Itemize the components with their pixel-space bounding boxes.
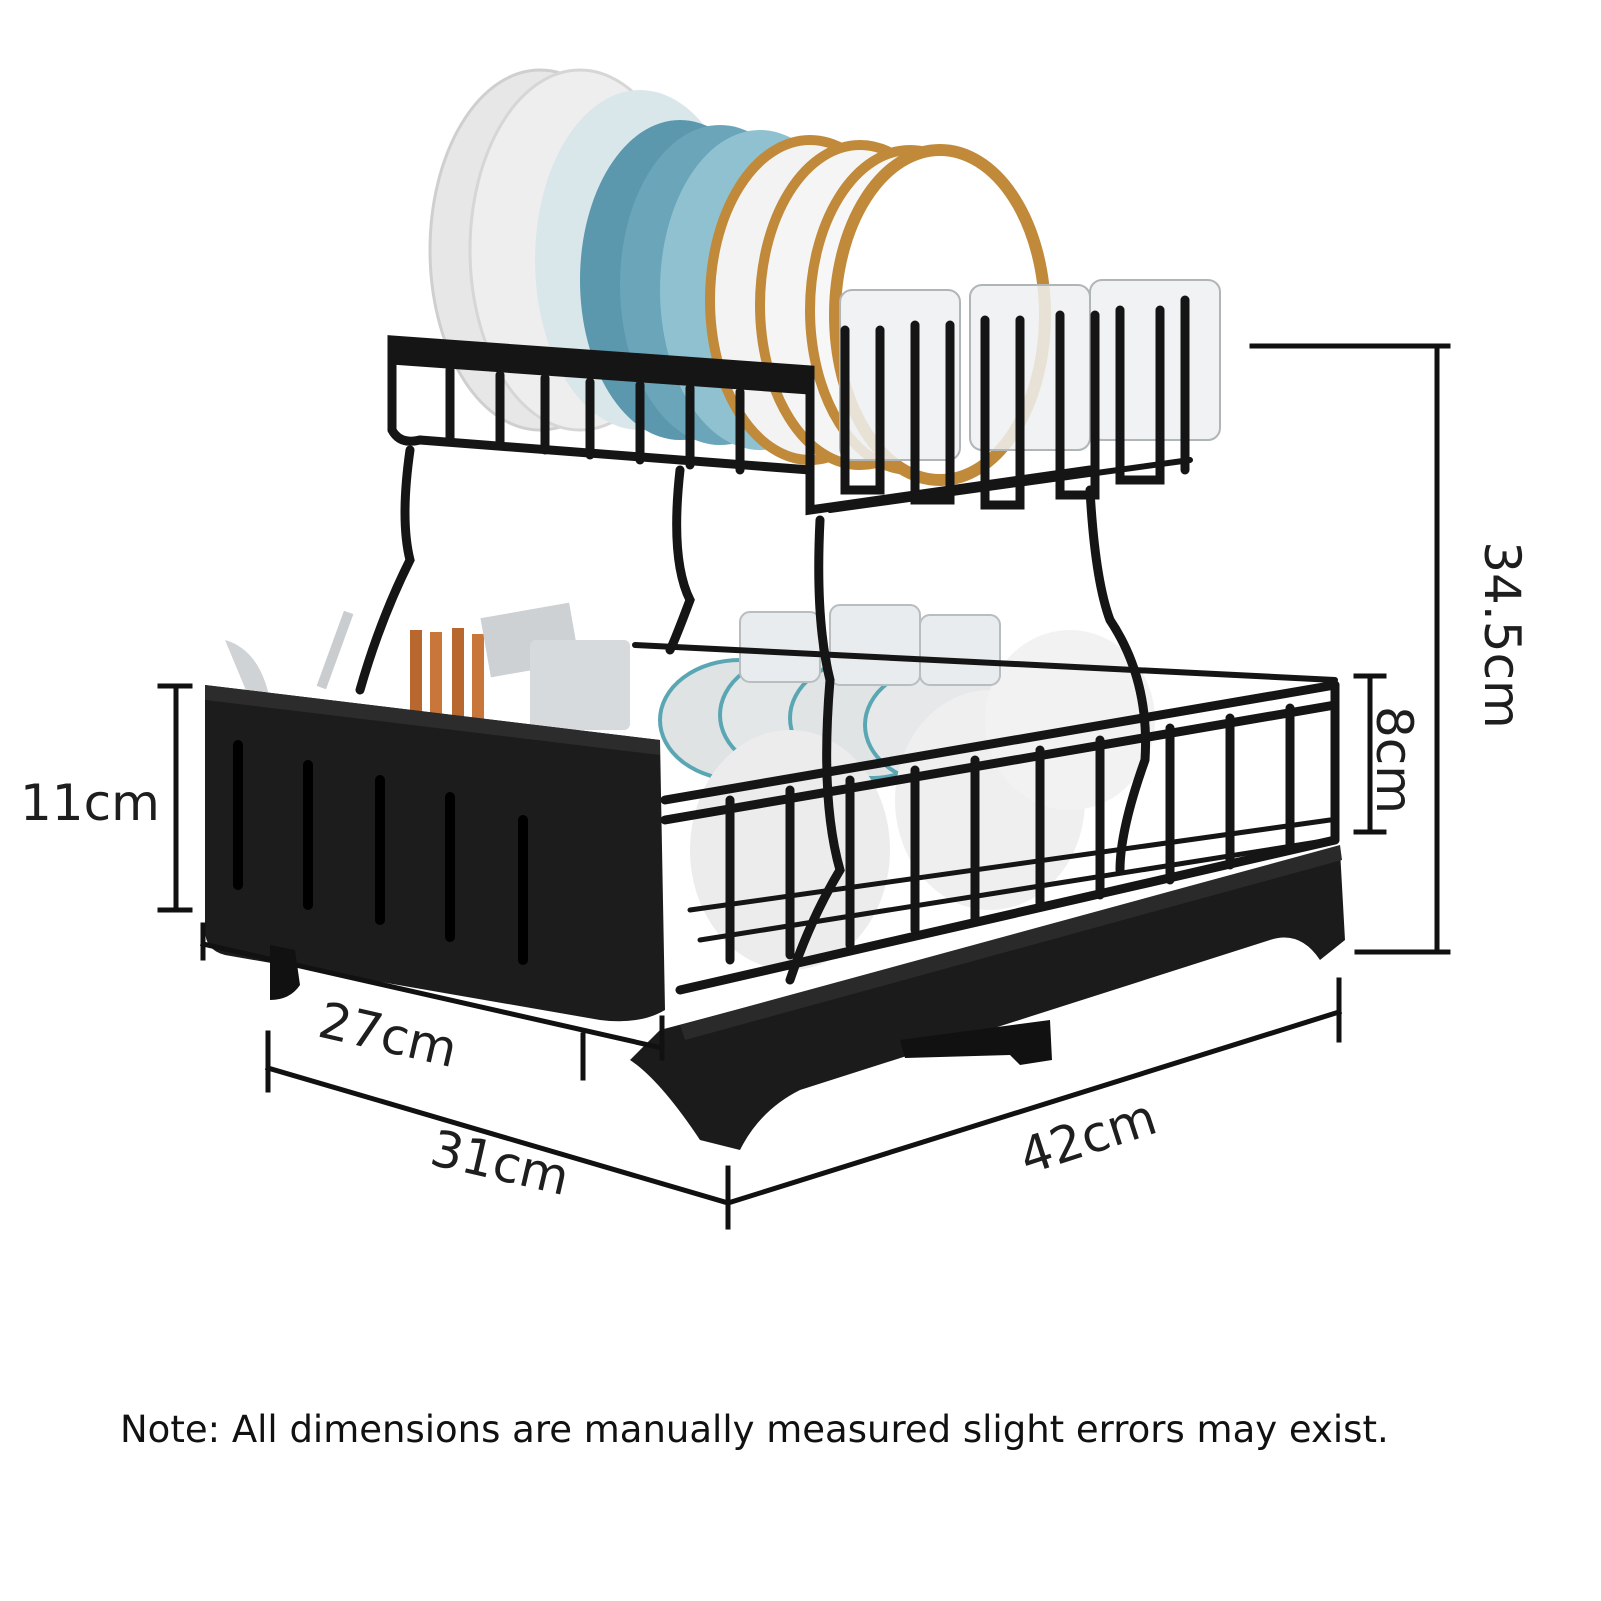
dimension-lines (157, 343, 1451, 1230)
basket-height-label: 11cm (20, 774, 160, 832)
upper-wire-rack (387, 295, 1193, 516)
height-dimension-line (1249, 343, 1451, 955)
support-legs (355, 445, 1151, 985)
basket-height-dimension-line (157, 683, 193, 913)
dish-rack (205, 68, 1345, 1150)
depth-dimension-line (264, 1030, 732, 1230)
rack-height-dimension-line (1353, 673, 1387, 835)
lower-wire-rack (632, 642, 1340, 995)
total-height-label: 34.5cm (1472, 541, 1531, 729)
measurement-note: Note: All dimensions are manually measur… (120, 1408, 1389, 1451)
drip-tray (630, 845, 1345, 1150)
length-dimension-line (724, 977, 1343, 1207)
basket-width-dimension-line (200, 922, 665, 1081)
rack-height-label: 8cm (1365, 705, 1424, 815)
utensil-basket (205, 602, 665, 1022)
